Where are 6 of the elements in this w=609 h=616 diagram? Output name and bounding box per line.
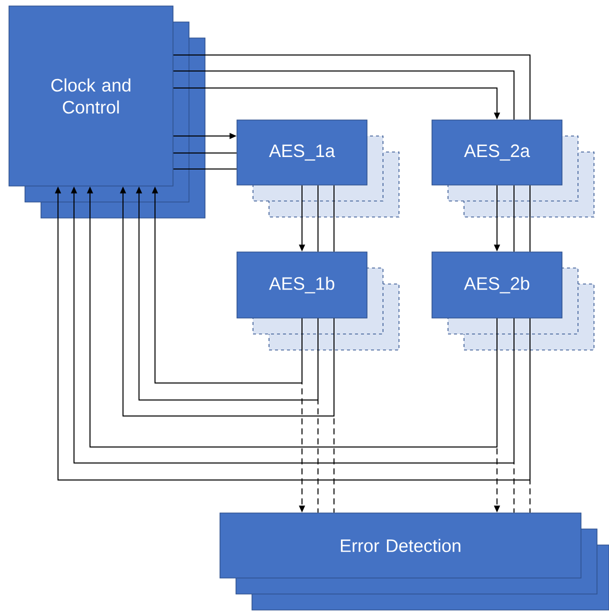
stacked-block: AES_2b <box>432 252 594 350</box>
stacked-block: AES_2a <box>432 120 594 218</box>
stacked-block: Clock and Control <box>8 6 206 218</box>
stacked-block: AES_1b <box>236 252 400 350</box>
stacked-block: AES_1a <box>236 120 400 218</box>
stacked-block: Error Detection <box>220 512 609 610</box>
